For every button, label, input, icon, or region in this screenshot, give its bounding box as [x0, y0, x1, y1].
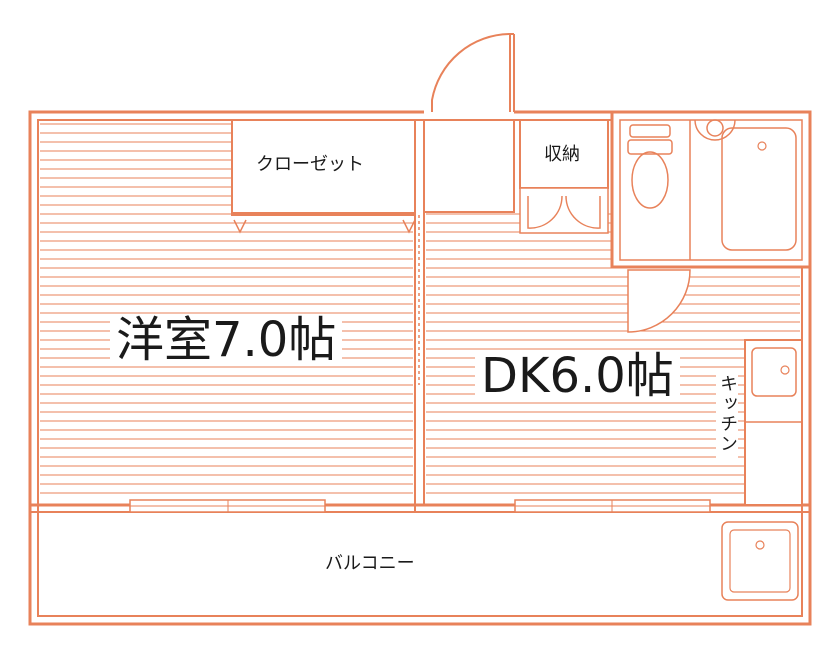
- room-label-storage: 収納: [544, 144, 580, 165]
- outer-wall: [28, 110, 812, 626]
- room-label-closet: クローゼット: [256, 154, 364, 175]
- washbasin-bowl: [706, 119, 724, 137]
- storage-door-right: [565, 195, 601, 229]
- toilet-tank-lid: [627, 139, 673, 155]
- bath-block-inner: [619, 119, 803, 261]
- closet-box: [231, 119, 416, 216]
- washing-machine-pan-inner: [729, 529, 791, 593]
- room-label-dk: DK6.0帖: [475, 350, 680, 402]
- room-label-western: 洋室7.0帖: [110, 314, 343, 366]
- bathtub-drain: [757, 141, 767, 151]
- walls: [28, 32, 812, 626]
- bath-door: [627, 269, 691, 333]
- washing-machine-drain: [755, 540, 765, 550]
- kitchen-sink: [751, 347, 797, 397]
- storage-door-left: [527, 195, 563, 229]
- room-label-balcony: バルコニー: [325, 553, 415, 574]
- kitchen-sink-drain: [780, 365, 790, 375]
- closet-door-mark-right: [402, 219, 416, 234]
- toilet-bowl: [631, 151, 669, 209]
- entrance: [423, 119, 515, 213]
- bathtub: [721, 127, 797, 251]
- entrance-door: [431, 32, 511, 112]
- room-label-kitchen: キッチン: [716, 370, 738, 458]
- washing-machine-pan: [721, 521, 799, 601]
- storage-box: [519, 119, 609, 189]
- storage-doors: [519, 187, 609, 234]
- toilet-tank: [629, 124, 671, 138]
- closet-door-mark-left: [233, 219, 247, 234]
